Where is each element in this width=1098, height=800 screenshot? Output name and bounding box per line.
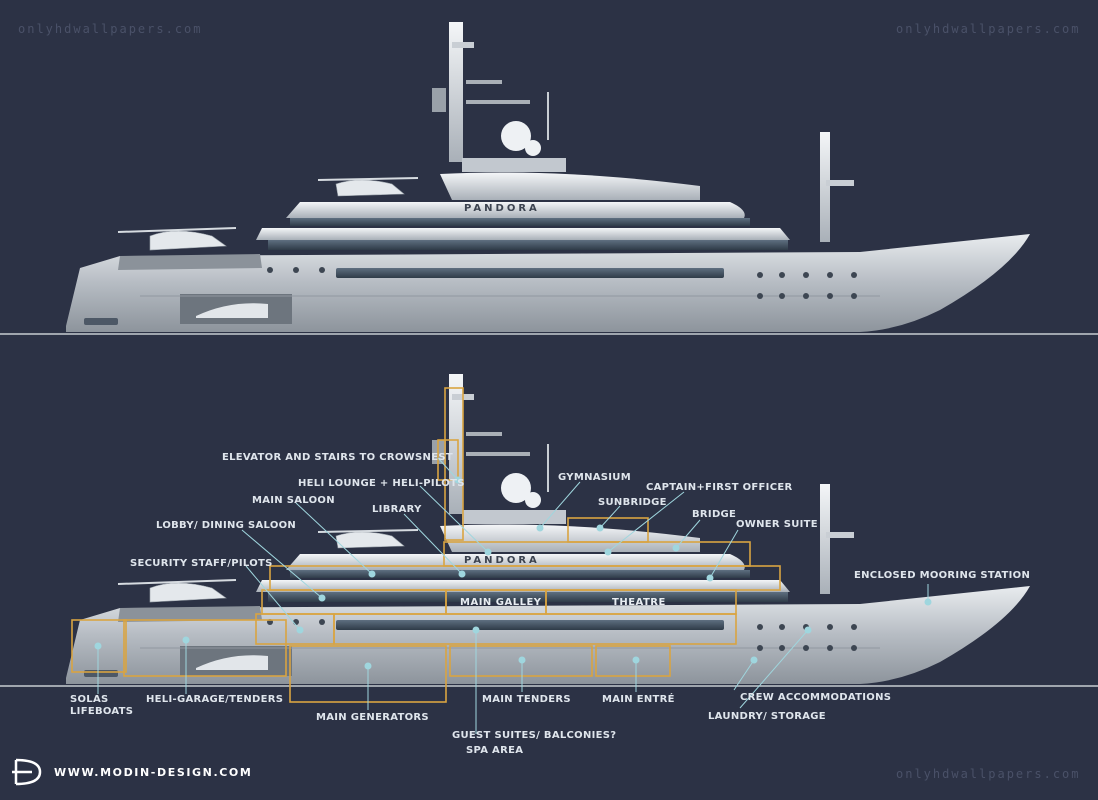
label-captain: CAPTAIN+FIRST OFFICER (646, 482, 793, 493)
label-elevator: ELEVATOR AND STAIRS TO CROWSNEST (222, 452, 453, 463)
label-security: SECURITY STAFF/PILOTS (130, 558, 273, 569)
label-sunbridge: SUNBRIDGE (598, 497, 667, 508)
label-library: LIBRARY (372, 504, 422, 515)
leader-lines (94, 457, 932, 734)
brand-url: WWW.MODIN-DESIGN.COM (54, 766, 253, 779)
label-heli-lounge: HELI LOUNGE + HELI-PILOTS (298, 478, 465, 489)
yacht-name-bottom: PANDORA (464, 555, 540, 566)
label-theatre: THEATRE (612, 597, 666, 608)
label-gymnasium: GYMNASIUM (558, 472, 631, 483)
yacht-name-top: PANDORA (464, 203, 540, 214)
label-lobby: LOBBY/ DINING SALOON (156, 520, 297, 531)
label-main-saloon: MAIN SALOON (252, 495, 335, 506)
watermark-bottom-right: onlyhdwallpapers.com (896, 767, 1081, 781)
watermark-top-right: onlyhdwallpapers.com (896, 22, 1081, 36)
label-main-generators: MAIN GENERATORS (316, 712, 429, 723)
label-mooring: ENCLOSED MOORING STATION (854, 570, 1031, 581)
label-guest-suites: GUEST SUITES/ BALCONIES? (452, 730, 617, 741)
watermark-top-left: onlyhdwallpapers.com (18, 22, 203, 36)
label-main-entre: MAIN ENTRÉ (602, 694, 675, 705)
label-main-tenders: MAIN TENDERS (482, 694, 571, 705)
label-bridge: BRIDGE (692, 509, 737, 520)
label-owner-suite: OWNER SUITE (736, 519, 818, 530)
label-solas: SOLAS (70, 694, 109, 705)
label-laundry: LAUNDRY/ STORAGE (708, 711, 826, 722)
label-crew: CREW ACCOMMODATIONS (740, 692, 892, 703)
label-spa-area: SPA AREA (466, 745, 524, 756)
zone-outlines (71, 387, 781, 703)
label-lifeboats: LIFEBOATS (70, 706, 134, 717)
label-main-galley: MAIN GALLEY (460, 597, 542, 608)
modin-logo-icon (12, 758, 42, 786)
label-heli-garage: HELI-GARAGE/TENDERS (146, 694, 284, 705)
yacht-profile-top (0, 21, 1098, 335)
